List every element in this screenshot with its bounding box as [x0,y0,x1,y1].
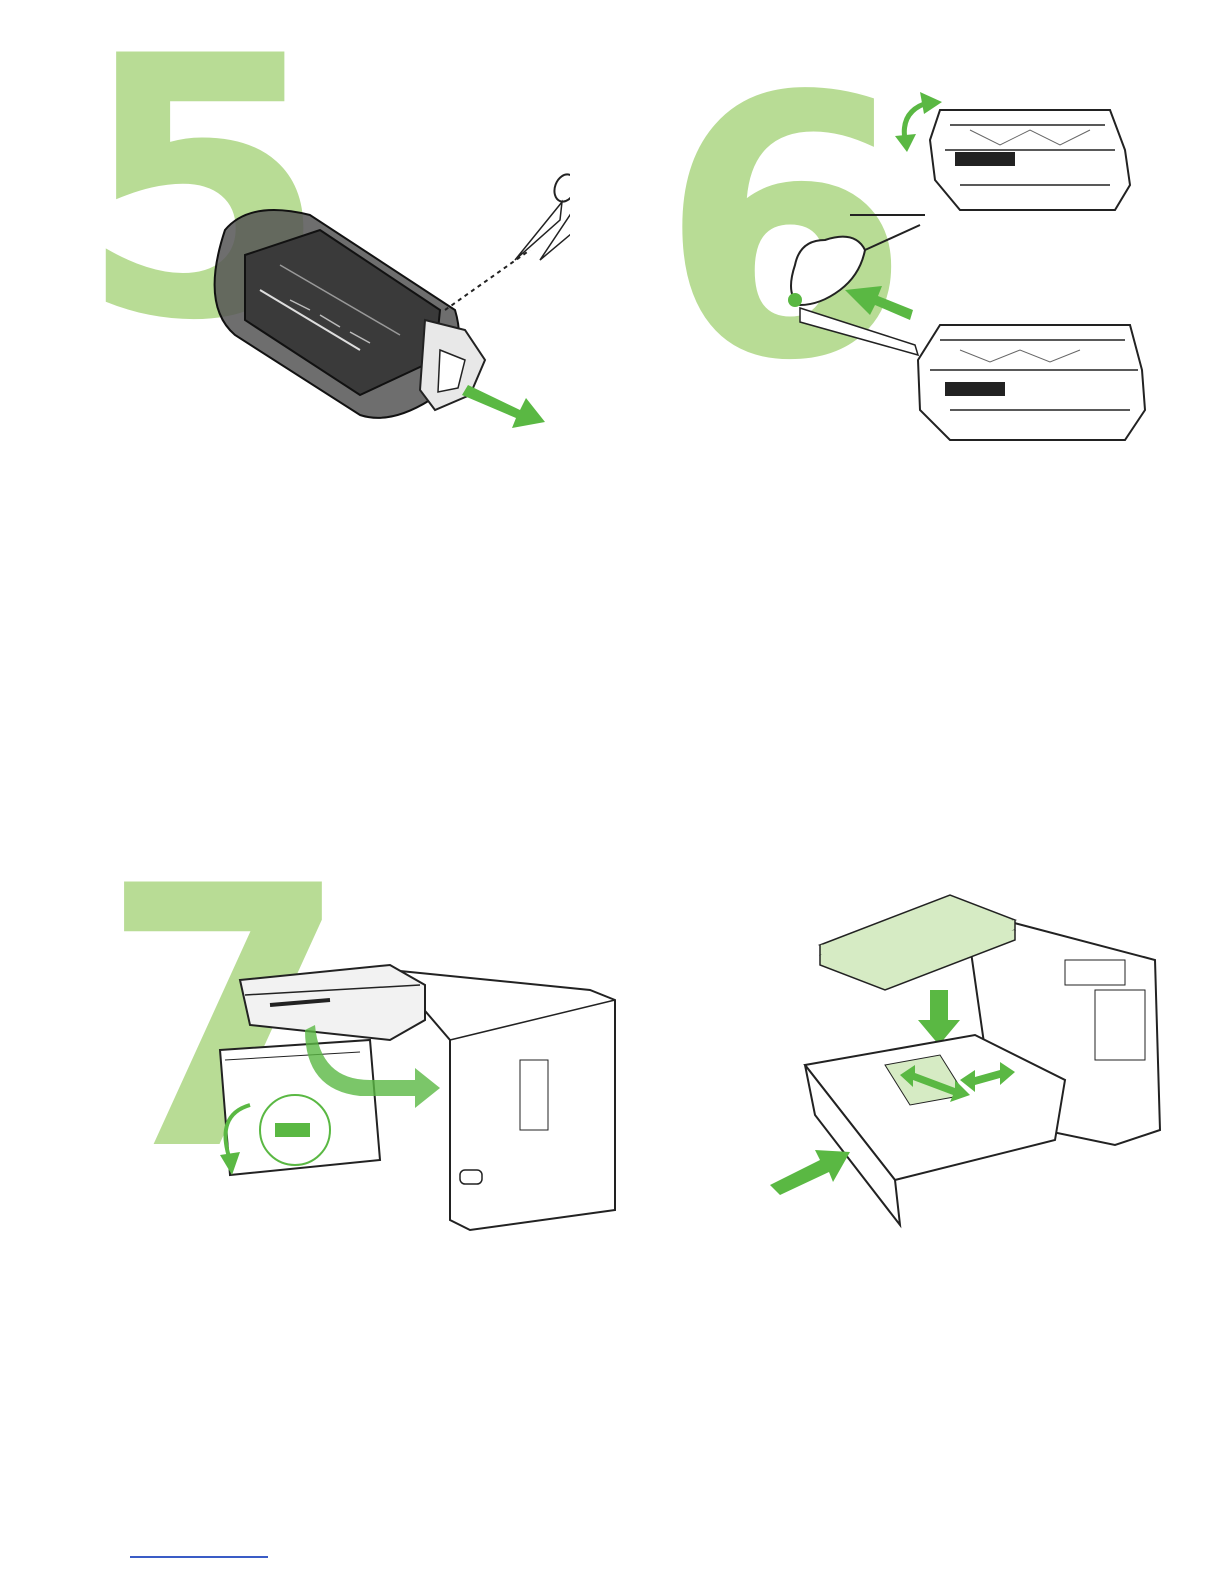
cartridge-shake [930,110,1130,210]
step-7-illustration [210,940,620,1240]
footer-link-underline[interactable] [130,1556,268,1558]
arrow-icon [918,990,960,1045]
cartridge-tape-side [918,325,1145,440]
arrow-icon [770,1150,850,1195]
step-6-illustration [770,90,1150,470]
scissors-icon [515,171,570,260]
step-5-illustration [190,160,570,440]
arrow-icon [845,286,913,320]
paper-tray-illustration [765,890,1165,1230]
arrow-icon [462,385,545,428]
